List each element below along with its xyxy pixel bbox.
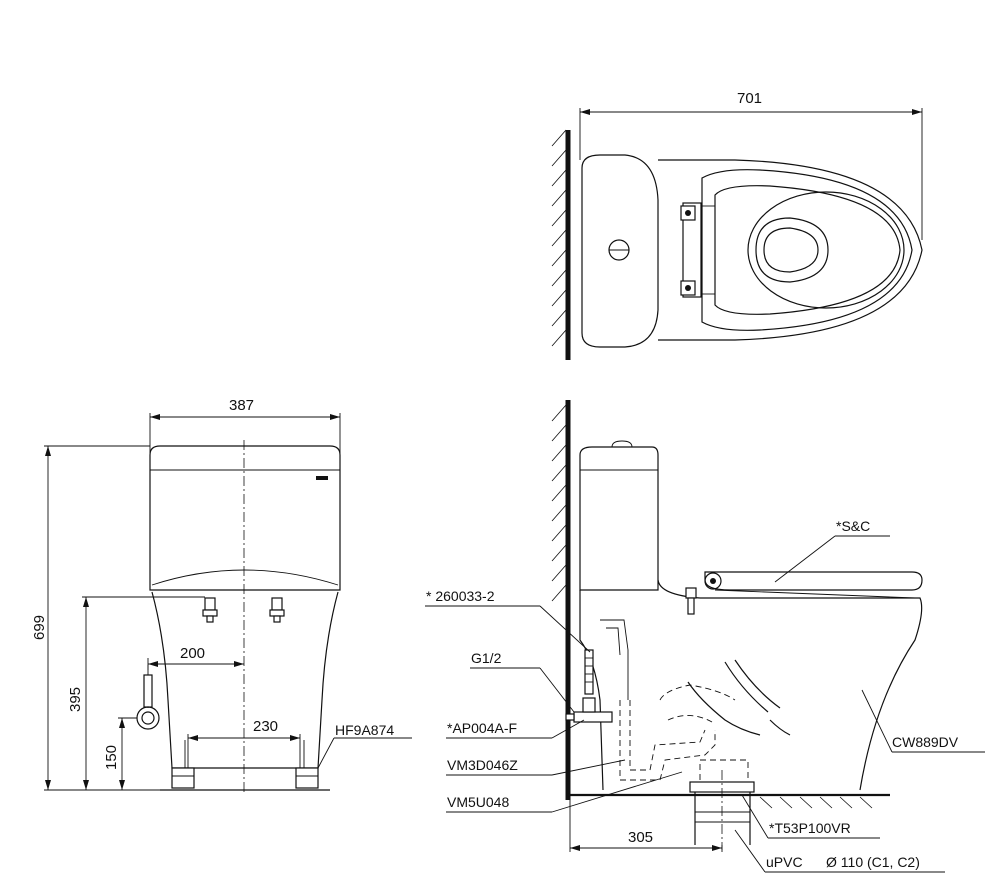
seat-hinge xyxy=(704,572,722,590)
callout-trap-label: *T53P100VR xyxy=(769,820,851,836)
side-floor-hatch xyxy=(759,796,873,809)
side-view: 305 *S&C * 260033-2 G1/2 *AP004A-F VM3D0… xyxy=(425,400,985,873)
callout-angle-valve-label: *AP004A-F xyxy=(447,720,517,736)
callout-body-label: CW889DV xyxy=(892,734,959,750)
floor-bolt-left xyxy=(171,767,195,789)
callout-angle-valve: *AP004A-F xyxy=(446,719,585,739)
front-inlet-fittings xyxy=(202,597,285,623)
bowl-top-outline xyxy=(658,159,923,341)
dim-front-width: 387 xyxy=(149,397,341,455)
trapway-hidden-lines xyxy=(619,684,749,793)
dim-front-width-label: 387 xyxy=(229,397,254,414)
drain-pipe xyxy=(694,770,751,850)
dim-outlet-distance-label: 305 xyxy=(628,829,653,846)
callout-pipe-size-label: Ø 110 (C1, C2) xyxy=(826,854,920,870)
callout-trap: *T53P100VR xyxy=(741,794,880,839)
callout-pipe-type-label: uPVC xyxy=(766,854,803,870)
dim-top-width: 701 xyxy=(579,90,923,240)
callout-body: CW889DV xyxy=(861,689,985,753)
callout-flange-b-label: VM5U048 xyxy=(447,794,509,810)
callout-seat-cover: *S&C xyxy=(774,518,890,583)
water-surface-inner xyxy=(763,227,819,273)
callout-flange-b: VM5U048 xyxy=(446,771,683,813)
dim-inlet-low: 150 xyxy=(103,717,137,790)
dim-height-label: 699 xyxy=(31,615,48,640)
front-view: 387 xyxy=(31,397,412,795)
dim-bolt-spacing-label: 230 xyxy=(253,718,278,735)
callout-inlet-thread-label: G1/2 xyxy=(471,650,502,666)
callout-seat-cover-label: *S&C xyxy=(836,518,870,534)
callout-pipe: uPVC Ø 110 (C1, C2) xyxy=(734,829,945,873)
dim-inlet-offset-label: 200 xyxy=(180,645,205,662)
seat-inner-outline xyxy=(714,185,901,315)
dim-inlet-offset: 200 xyxy=(147,645,244,670)
callout-flex-hose: * 260033-2 xyxy=(425,588,591,653)
callout-bolt-kit-label: HF9A874 xyxy=(335,722,394,738)
seat-top-outline xyxy=(701,169,913,331)
side-flex-hose xyxy=(584,649,594,695)
callout-bolt-kit: HF9A874 xyxy=(317,722,412,769)
dim-outlet-distance: 305 xyxy=(569,800,723,852)
callout-inlet-thread: G1/2 xyxy=(470,650,575,713)
hinge-plate xyxy=(682,202,702,298)
side-view-wall-hatch xyxy=(551,404,567,602)
dim-top-width-label: 701 xyxy=(737,90,762,107)
top-view: 701 xyxy=(551,90,923,360)
floor-bolt-right xyxy=(295,767,319,789)
dim-inlet-height: 395 xyxy=(67,596,205,790)
tank-top-outline xyxy=(581,154,659,348)
side-angle-valve xyxy=(565,697,613,723)
seat-side-outline xyxy=(704,571,923,591)
dim-bolt-spacing: 230 xyxy=(187,718,301,768)
tank-front-outline xyxy=(149,445,341,591)
callout-flange-a-label: VM3D046Z xyxy=(447,757,518,773)
top-view-wall-hatch xyxy=(551,129,567,347)
dim-height: 699 xyxy=(31,445,170,791)
dim-inlet-height-label: 395 xyxy=(67,687,84,712)
bowl-side-outline xyxy=(700,597,923,791)
tank-side-outline xyxy=(579,446,659,591)
tank-lower-curve xyxy=(151,569,339,586)
callout-flex-hose-label: * 260033-2 xyxy=(426,588,495,604)
front-angle-valve xyxy=(120,665,160,730)
water-surface-outer xyxy=(755,217,829,283)
dim-inlet-low-label: 150 xyxy=(103,745,120,770)
bowl-front-outline xyxy=(151,591,339,769)
bowl-opening xyxy=(747,191,905,309)
brand-mark xyxy=(316,476,328,480)
callout-flange-a: VM3D046Z xyxy=(446,757,626,776)
